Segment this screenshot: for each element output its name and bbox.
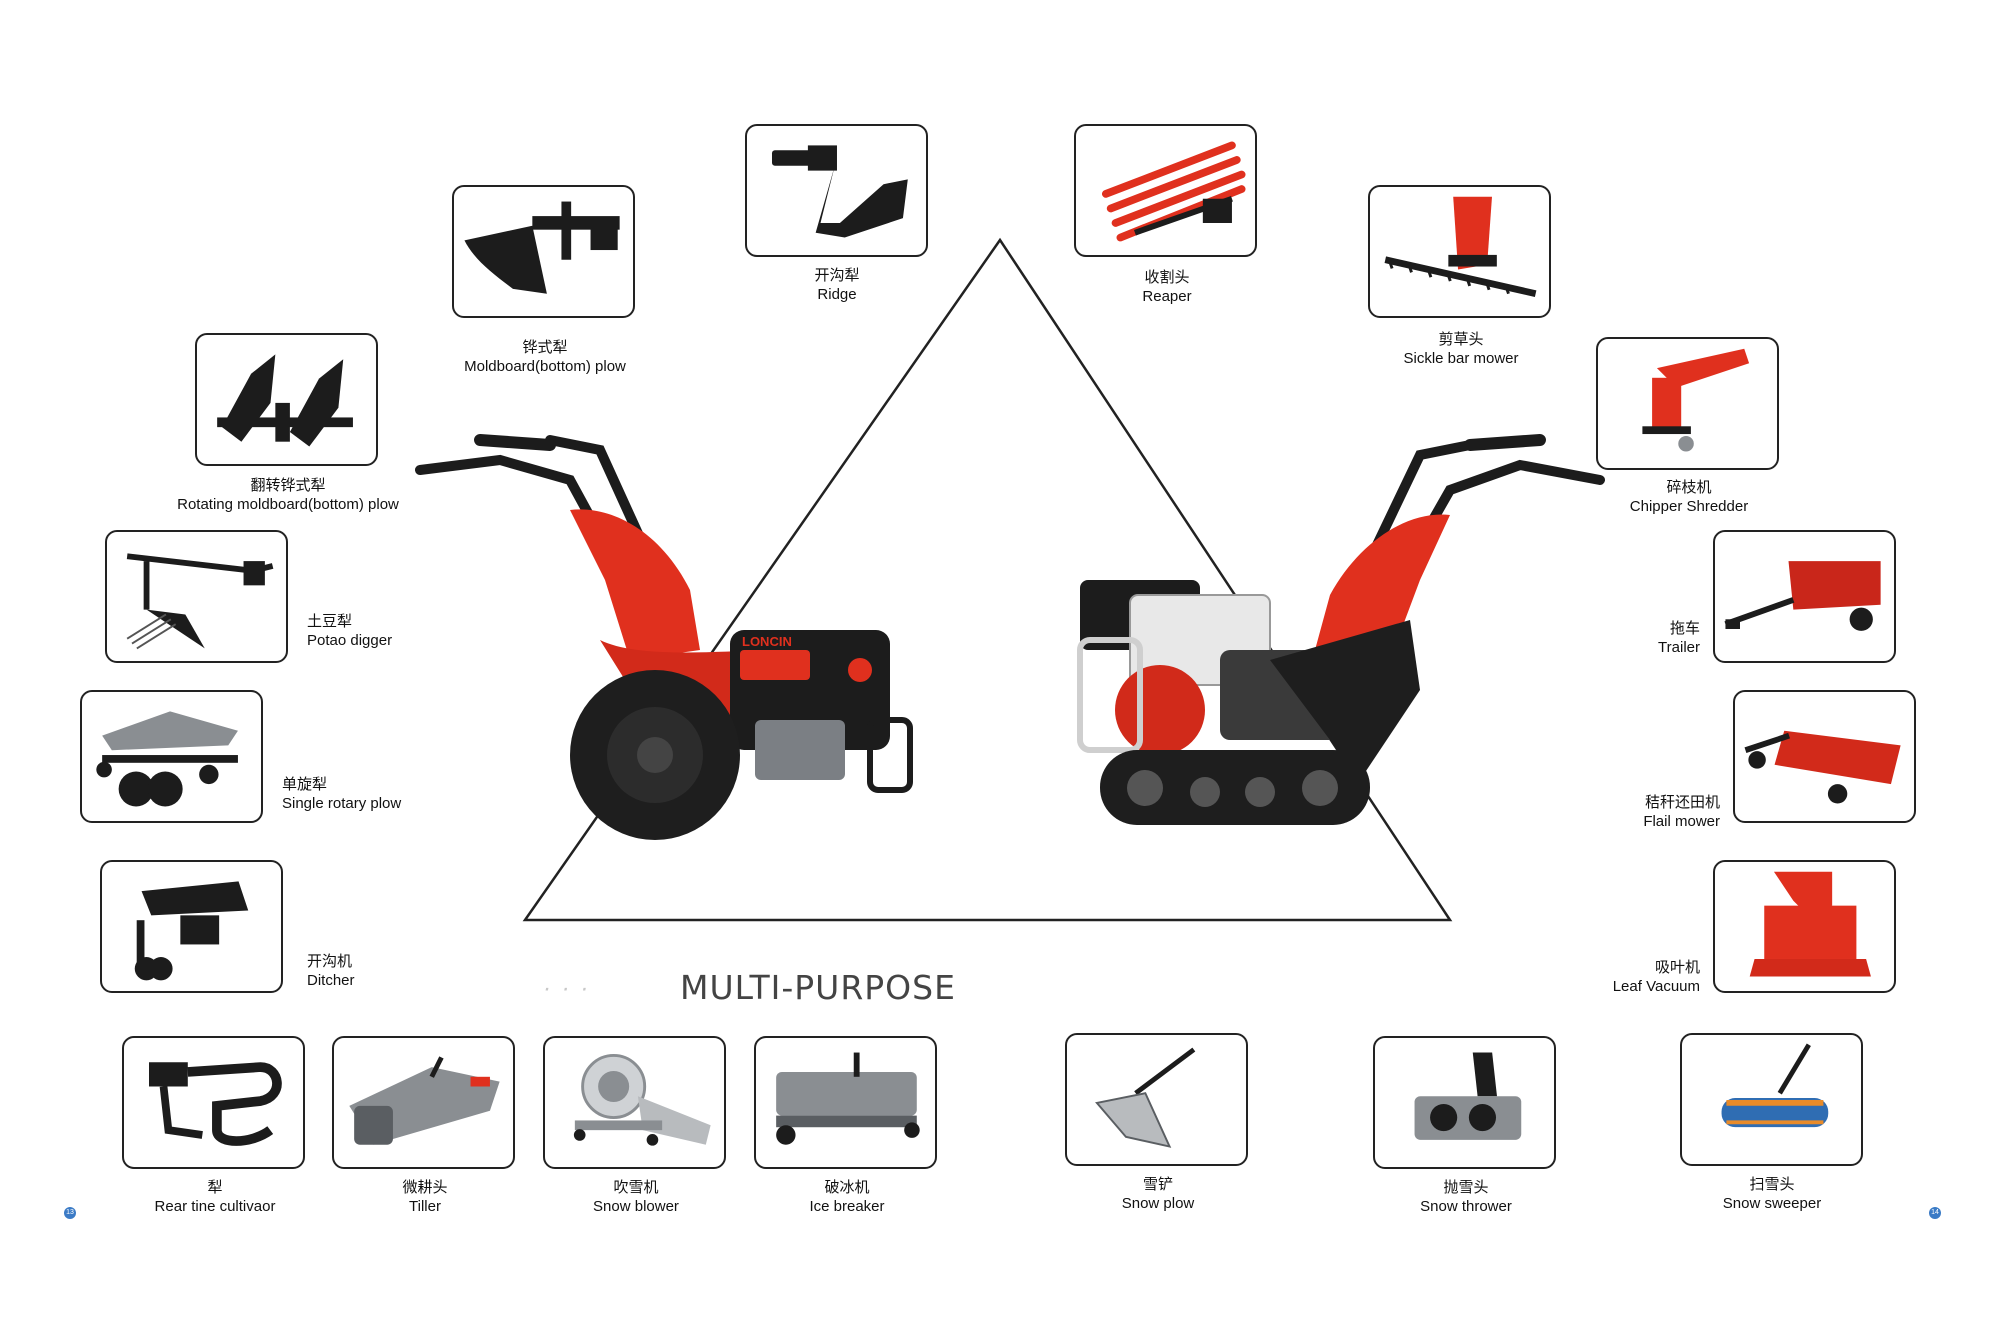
faded-caption: · · · bbox=[543, 975, 591, 1002]
cultivator-icon bbox=[149, 1062, 282, 1146]
attachment-label-cultivator: 犁 Rear tine cultivaor bbox=[154, 1179, 276, 1215]
ridge-plow-icon bbox=[772, 145, 908, 238]
tiller-icon bbox=[349, 1056, 500, 1145]
attachment-label-snow-blower: 吹雪机 Snow blower bbox=[593, 1179, 679, 1215]
reaper-icon bbox=[1101, 141, 1246, 242]
attachment-card-reaper[interactable] bbox=[1074, 124, 1257, 257]
attachment-card-ridge[interactable] bbox=[745, 124, 928, 257]
chipper-icon bbox=[1642, 348, 1750, 452]
attachment-label-ridge: 开沟犁 Ridge bbox=[814, 267, 860, 303]
snow-sweeper-icon bbox=[1721, 1043, 1829, 1128]
attachment-card-ice-breaker[interactable] bbox=[754, 1036, 937, 1169]
wheeled-tractor-image bbox=[415, 434, 913, 840]
potato-digger-icon bbox=[126, 553, 274, 650]
attachment-card-snow-plow[interactable] bbox=[1065, 1033, 1248, 1166]
tracked-tractor-image bbox=[1077, 434, 1605, 825]
attachment-label-snow-thrower: 抛雪头 Snow thrower bbox=[1420, 1179, 1512, 1215]
attachment-label-moldboard-plow: 铧式犁 Moldboard(bottom) plow bbox=[464, 339, 626, 375]
attachment-card-rotary-plow[interactable] bbox=[80, 690, 263, 823]
attachment-label-chipper: 碎枝机 Chipper Shredder bbox=[1629, 479, 1749, 515]
attachment-card-rotating-plow[interactable] bbox=[195, 333, 378, 466]
attachment-label-flail-mower: 秸秆还田机 Flail mower bbox=[1643, 794, 1720, 830]
rotating-plow-icon bbox=[217, 354, 353, 447]
rotary-plow-icon bbox=[96, 711, 238, 807]
machine-brand: LONCIN bbox=[742, 634, 792, 649]
attachment-label-rotating-plow: 翻转铧式犁 Rotating moldboard(bottom) plow bbox=[177, 477, 399, 513]
attachment-card-tiller[interactable] bbox=[332, 1036, 515, 1169]
attachment-card-trailer[interactable] bbox=[1713, 530, 1896, 663]
page-headline: MULTI-PURPOSE bbox=[680, 968, 956, 1007]
ice-breaker-icon bbox=[776, 1052, 920, 1145]
attachment-label-ice-breaker: 破冰机 Ice breaker bbox=[809, 1179, 885, 1215]
flail-mower-icon bbox=[1744, 730, 1901, 804]
attachment-card-ditcher[interactable] bbox=[100, 860, 283, 993]
page-number-right: 14 bbox=[1929, 1207, 1941, 1219]
snow-plow-icon bbox=[1095, 1047, 1196, 1148]
attachment-label-potato-digger: 土豆犁 Potao digger bbox=[307, 613, 393, 649]
attachment-card-potato-digger[interactable] bbox=[105, 530, 288, 663]
leaf-vacuum-icon bbox=[1749, 871, 1871, 977]
attachment-label-sickle-mower: 剪草头 Sickle bar mower bbox=[1403, 331, 1519, 367]
attachment-label-snow-plow: 雪铲 Snow plow bbox=[1121, 1176, 1195, 1212]
attachment-label-reaper: 收割头 Reaper bbox=[1142, 269, 1192, 305]
attachment-card-snow-blower[interactable] bbox=[543, 1036, 726, 1169]
page-number-left: 13 bbox=[64, 1207, 76, 1219]
attachment-label-tiller: 微耕头 Tiller bbox=[402, 1179, 448, 1215]
attachment-card-snow-sweeper[interactable] bbox=[1680, 1033, 1863, 1166]
attachment-card-leaf-vacuum[interactable] bbox=[1713, 860, 1896, 993]
attachment-card-cultivator[interactable] bbox=[122, 1036, 305, 1169]
sickle-mower-icon bbox=[1384, 196, 1537, 298]
attachment-card-chipper[interactable] bbox=[1596, 337, 1779, 470]
trailer-icon bbox=[1724, 561, 1881, 631]
snow-blower-icon bbox=[573, 1054, 711, 1146]
ditcher-icon bbox=[134, 881, 249, 981]
attachment-label-leaf-vacuum: 吸叶机 Leaf Vacuum bbox=[1612, 959, 1700, 995]
snow-thrower-icon bbox=[1414, 1052, 1522, 1140]
attachment-label-rotary-plow: 单旋犁 Single rotary plow bbox=[282, 776, 402, 812]
attachment-label-ditcher: 开沟机 Ditcher bbox=[307, 953, 355, 989]
attachment-card-sickle-mower[interactable] bbox=[1368, 185, 1551, 318]
moldboard-plow-icon bbox=[464, 201, 620, 294]
attachment-label-snow-sweeper: 扫雪头 Snow sweeper bbox=[1722, 1176, 1822, 1212]
attachment-label-trailer: 拖车 Trailer bbox=[1658, 620, 1700, 656]
attachment-card-flail-mower[interactable] bbox=[1733, 690, 1916, 823]
attachment-card-snow-thrower[interactable] bbox=[1373, 1036, 1556, 1169]
attachment-card-moldboard-plow[interactable] bbox=[452, 185, 635, 318]
